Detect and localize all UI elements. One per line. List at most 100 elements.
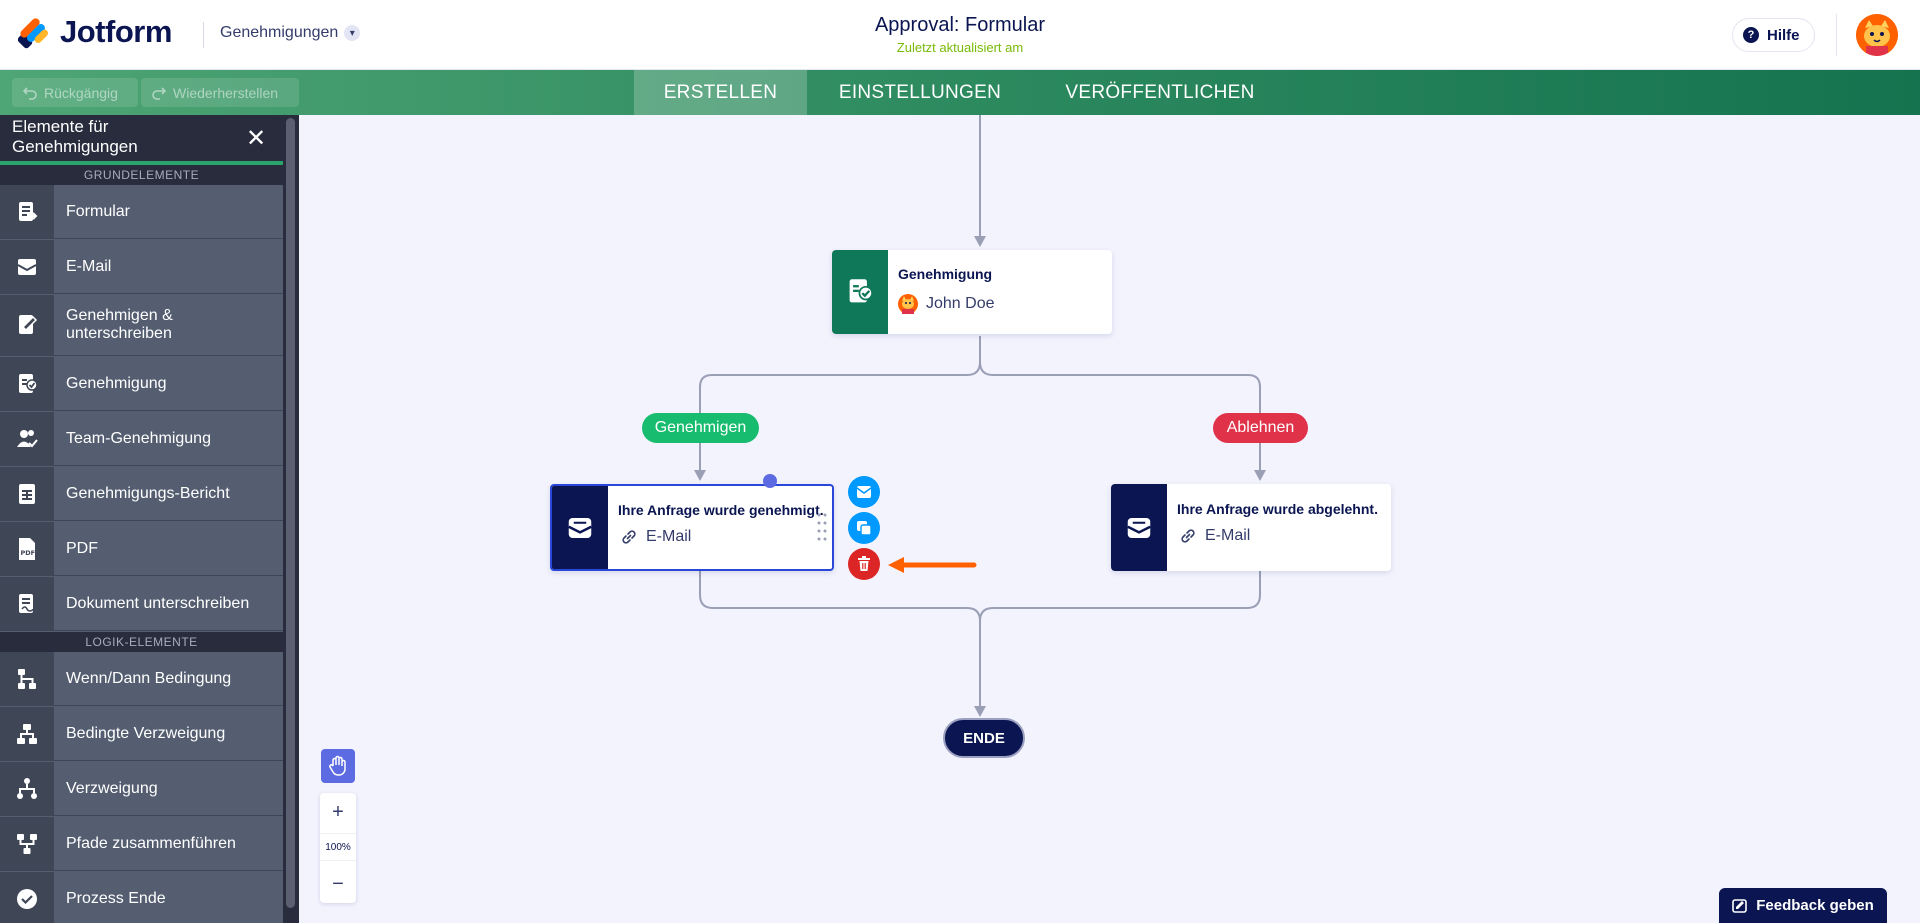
assignee-avatar-icon	[898, 294, 918, 314]
close-icon[interactable]: ✕	[246, 125, 267, 152]
sidebar-item-label: Genehmigung	[66, 374, 167, 392]
sidebar-scrollbar[interactable]	[286, 118, 295, 908]
category-logic: LOGIK-ELEMENTE	[0, 632, 283, 652]
chevron-down-icon: ▾	[344, 25, 361, 41]
branch-icon	[0, 761, 54, 816]
svg-text:PDF: PDF	[21, 549, 36, 557]
tab-settings[interactable]: EINSTELLUNGEN	[838, 81, 1002, 103]
approval-icon	[0, 356, 54, 411]
sidebar-item-label: Prozess Ende	[66, 889, 166, 907]
section-dropdown[interactable]: Genehmigungen ▾	[220, 24, 361, 42]
hand-icon	[329, 755, 346, 776]
form-icon	[0, 184, 54, 239]
question-icon: ?	[1743, 27, 1759, 43]
sidebar-item-if-then[interactable]: Wenn/Dann Bedingung	[0, 651, 283, 706]
sidebar-item-branch[interactable]: Verzweigung	[0, 761, 283, 816]
zoom-controls: + 100% −	[320, 793, 356, 903]
tab-create[interactable]: ERSTELLEN	[634, 70, 807, 115]
sidebar-item-merge-paths[interactable]: Pfade zusammenführen	[0, 816, 283, 871]
send-email-button[interactable]	[848, 476, 880, 508]
feedback-icon	[1732, 898, 1748, 913]
jotform-logo[interactable]: Jotform	[18, 14, 172, 50]
user-avatar[interactable]	[1856, 14, 1898, 56]
sidebar-item-label: Formular	[66, 202, 131, 220]
approval-assignee: John Doe	[898, 294, 995, 314]
pdf-icon: PDF	[0, 521, 54, 576]
sidebar-item-approval[interactable]: Genehmigung	[0, 356, 283, 411]
conditional-branch-icon	[0, 706, 54, 761]
tab-publish[interactable]: VERÖFFENTLICHEN	[1065, 81, 1255, 103]
feedback-button[interactable]: Feedback geben	[1719, 888, 1887, 923]
help-button[interactable]: ? Hilfe	[1732, 18, 1815, 52]
link-icon	[622, 530, 636, 544]
process-end-icon	[0, 871, 54, 923]
help-label: Hilfe	[1767, 26, 1800, 44]
top-header: Jotform Genehmigungen ▾ Approval: Formul…	[0, 0, 1920, 70]
approved-email-node[interactable]: Ihre Anfrage wurde genehmigt. E-Mail	[550, 484, 834, 571]
undo-button[interactable]: Rückgängig	[12, 78, 138, 107]
sidebar-header-accent	[0, 161, 283, 165]
last-updated-text: Zuletzt aktualisiert am	[896, 40, 1024, 55]
duplicate-icon	[857, 521, 872, 536]
zoom-in-button[interactable]: +	[332, 800, 344, 823]
merge-paths-icon	[0, 816, 54, 871]
feedback-label: Feedback geben	[1756, 897, 1874, 914]
approve-sign-icon	[0, 294, 54, 356]
sidebar-item-label: Team-Genehmigung	[66, 429, 211, 447]
link-icon	[1181, 529, 1195, 543]
page-title-block: Approval: Formular Zuletzt aktualisiert …	[760, 14, 1160, 55]
brand-name: Jotform	[60, 14, 172, 49]
rejected-node-type: E-Mail	[1179, 527, 1250, 545]
if-then-icon	[0, 651, 54, 706]
zoom-out-button[interactable]: −	[332, 872, 344, 895]
builder-navbar: Rückgängig Wiederherstellen ERSTELLEN EI…	[0, 70, 1920, 115]
sidebar-item-form[interactable]: Formular	[0, 184, 283, 239]
sidebar-item-team-approval[interactable]: Team-Genehmigung	[0, 411, 283, 466]
redo-icon	[152, 86, 167, 100]
delete-button[interactable]	[848, 548, 880, 580]
zoom-level: 100%	[320, 833, 356, 861]
approval-node[interactable]: Genehmigung John Doe	[832, 250, 1112, 334]
envelope-icon	[856, 486, 872, 498]
sidebar-item-process-end[interactable]: Prozess Ende	[0, 871, 283, 923]
duplicate-button[interactable]	[848, 512, 880, 544]
redo-button[interactable]: Wiederherstellen	[141, 78, 299, 107]
sidebar-item-label: PDF	[66, 539, 98, 557]
sidebar-item-approve-sign[interactable]: Genehmigen & unterschreiben	[0, 294, 283, 356]
approve-branch-label[interactable]: Genehmigen	[642, 413, 759, 443]
section-dropdown-label: Genehmigungen	[220, 24, 339, 41]
header-divider	[203, 22, 204, 48]
drag-handle-icon[interactable]	[817, 512, 827, 542]
sidebar-item-email[interactable]: E-Mail	[0, 239, 283, 294]
rejected-email-node[interactable]: Ihre Anfrage wurde abgelehnt. E-Mail	[1111, 484, 1391, 571]
flow-canvas[interactable]	[299, 115, 1920, 923]
connection-handle[interactable]	[763, 474, 777, 488]
page-title: Approval: Formular	[874, 14, 1046, 36]
sidebar-item-label: E-Mail	[66, 257, 112, 275]
undo-label: Rückgängig	[44, 84, 118, 101]
report-icon	[0, 466, 54, 521]
category-basic: GRUNDELEMENTE	[0, 165, 283, 185]
sidebar-title: Elemente für Genehmigungen	[12, 117, 138, 156]
email-icon	[552, 486, 608, 569]
sidebar-header: Elemente für Genehmigungen	[0, 115, 283, 161]
sidebar-item-pdf[interactable]: PDF PDF	[0, 521, 283, 576]
trash-icon	[858, 556, 870, 571]
sidebar-item-report[interactable]: Genehmigungs-Bericht	[0, 466, 283, 521]
sidebar-item-conditional-branch[interactable]: Bedingte Verzweigung	[0, 706, 283, 761]
sidebar-item-label: Bedingte Verzweigung	[66, 724, 226, 742]
reject-branch-label[interactable]: Ablehnen	[1213, 413, 1308, 443]
approved-node-type: E-Mail	[620, 528, 691, 546]
jotform-logo-icon	[18, 18, 49, 49]
end-node[interactable]: ENDE	[943, 718, 1025, 758]
redo-label: Wiederherstellen	[173, 84, 279, 101]
pan-tool-button[interactable]	[321, 749, 355, 783]
sidebar-item-label: Wenn/Dann Bedingung	[66, 669, 232, 687]
sidebar-item-sign-document[interactable]: Dokument unterschreiben	[0, 576, 283, 631]
sidebar-item-label: Genehmigen & unterschreiben	[66, 307, 173, 342]
header-divider-right	[1836, 14, 1837, 56]
email-icon	[1111, 484, 1167, 571]
approval-node-title: Genehmigung	[898, 266, 993, 282]
email-icon	[0, 239, 54, 294]
undo-icon	[22, 86, 37, 100]
